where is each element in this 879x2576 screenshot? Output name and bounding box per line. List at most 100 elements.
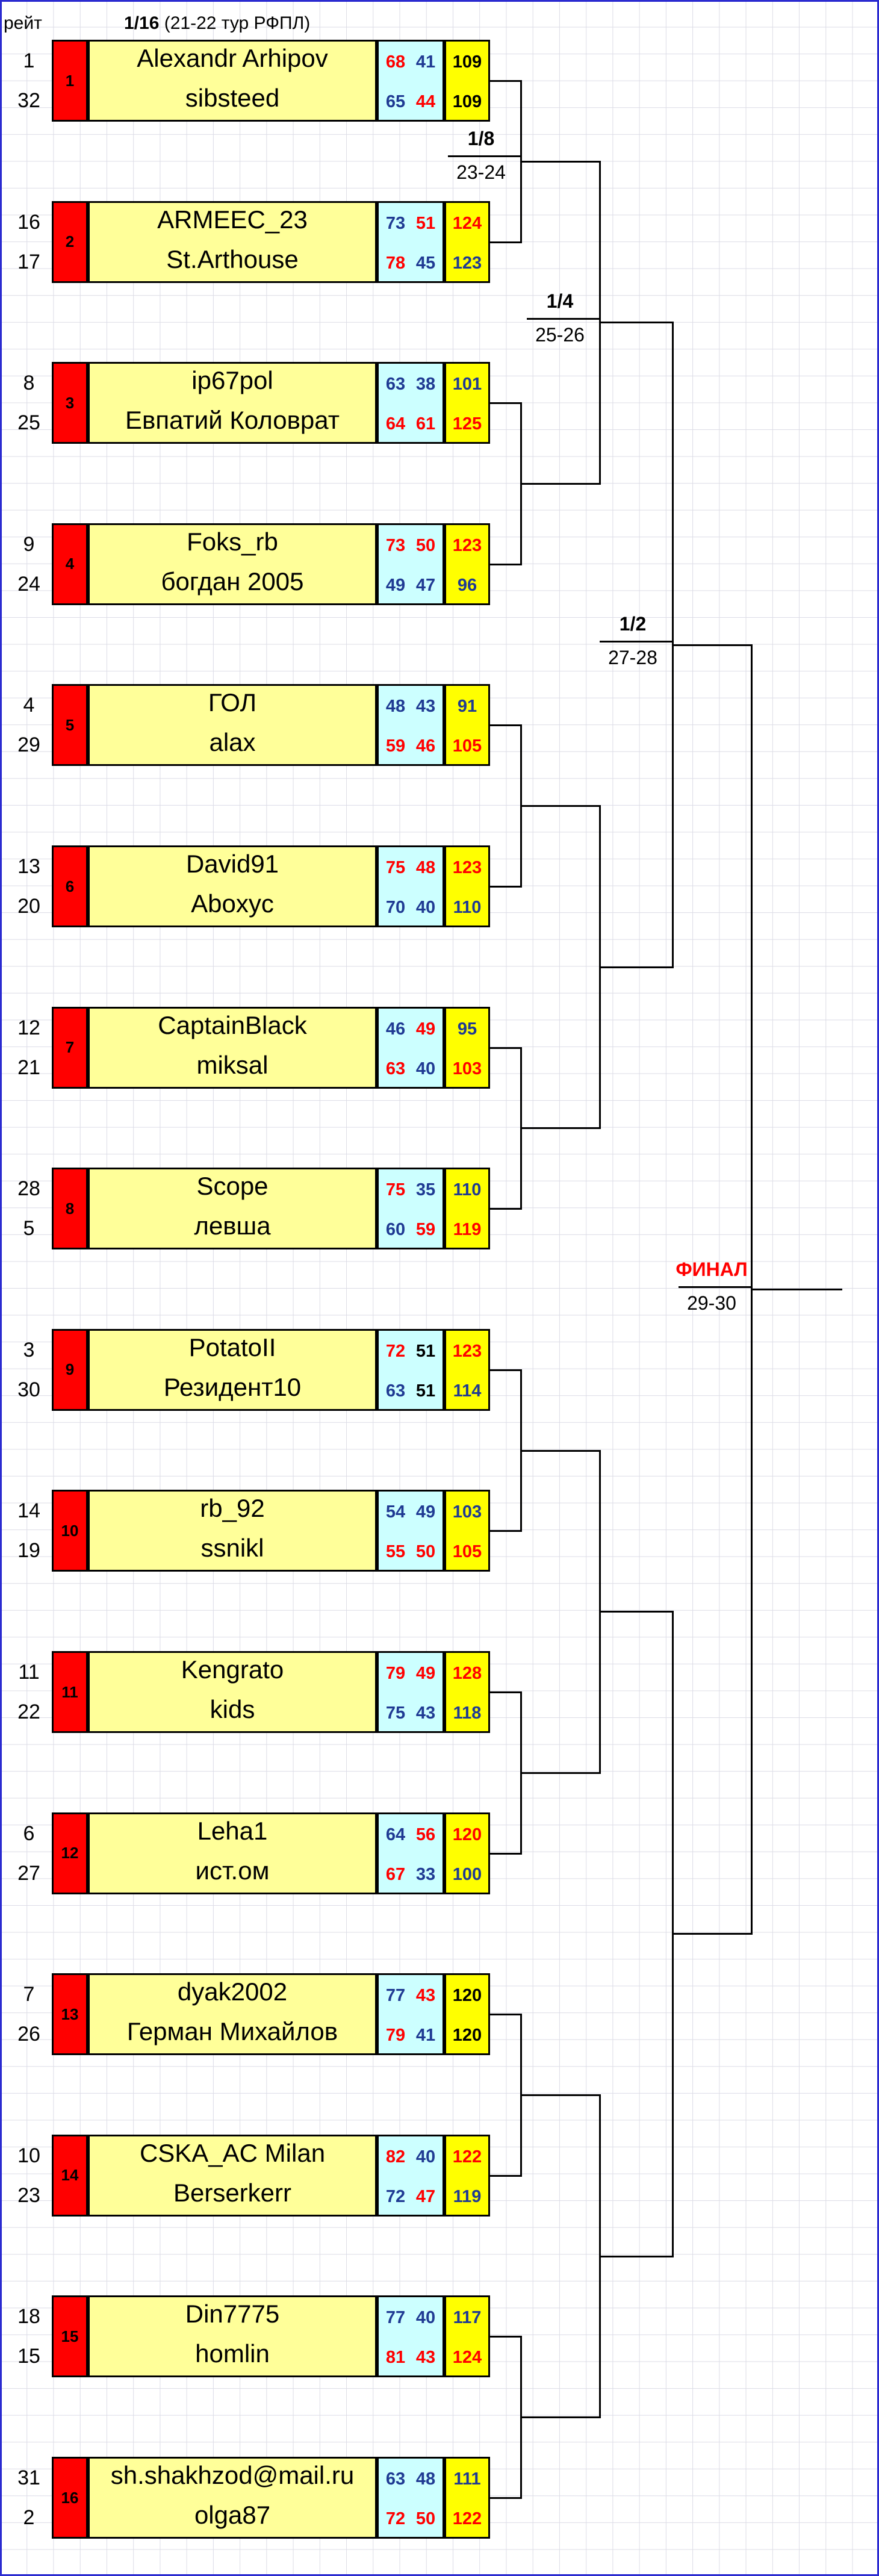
player-name[interactable]: miksal <box>196 1050 269 1079</box>
round-name: 1/16 <box>124 13 160 33</box>
player-name[interactable]: Резидент10 <box>163 1372 302 1401</box>
player-name[interactable]: Berserkerr <box>173 2178 292 2207</box>
tour-score: 79 <box>385 1664 406 1683</box>
tour-score: 63 <box>385 2469 406 2489</box>
player-name[interactable]: PotatoII <box>188 1333 276 1361</box>
total-value: 117 <box>453 2308 482 2328</box>
seed-number: 10 <box>61 1521 79 1540</box>
player-name[interactable]: David91 <box>185 850 279 878</box>
player-name[interactable]: Din7775 <box>185 2300 280 2329</box>
player-name[interactable]: homlin <box>195 2339 270 2368</box>
player-names: ГОЛ alax <box>88 684 377 767</box>
player-name[interactable]: Foks_rb <box>187 527 278 556</box>
player-rank: 13 <box>17 855 40 878</box>
player-name[interactable]: Герман Михайлов <box>126 2017 338 2046</box>
total-value: 122 <box>452 2147 482 2167</box>
player-name[interactable]: kids <box>210 1695 255 1723</box>
player-rank: 16 <box>17 210 40 234</box>
player-rank: 1 <box>23 49 35 72</box>
tour-score: 55 <box>385 1542 406 1562</box>
total-value: 124 <box>452 213 482 233</box>
tour-score: 50 <box>415 2509 436 2528</box>
seed-number: 4 <box>65 555 75 573</box>
seed-number: 11 <box>61 1682 78 1701</box>
player-name[interactable]: ip67pol <box>191 366 273 395</box>
player-name[interactable]: sh.shakhzod@mail.ru <box>110 2461 355 2489</box>
total-score: 122 119 <box>444 2134 490 2217</box>
player-name[interactable]: sibsteed <box>185 84 280 112</box>
player-name[interactable]: ssnikl <box>200 1534 264 1563</box>
player-rank: 10 <box>17 2144 40 2167</box>
round-label: 1/2 <box>594 613 672 635</box>
tour-score: 59 <box>415 1220 436 1240</box>
seed-number: 7 <box>65 1038 75 1057</box>
divider-line <box>490 2014 520 2016</box>
tour-score: 77 <box>385 2308 406 2328</box>
player-name[interactable]: olga87 <box>194 2501 271 2529</box>
tour-score: 50 <box>415 535 436 555</box>
seed-badge: 1 <box>52 40 88 122</box>
player-rank: 24 <box>17 572 40 596</box>
tour-score: 40 <box>415 2308 436 2328</box>
rank-column-header: рейт <box>4 13 42 33</box>
player-name[interactable]: dyak2002 <box>177 1977 288 2006</box>
player-name[interactable]: ист.ом <box>195 1856 270 1885</box>
bracket-connector <box>751 1289 842 1290</box>
total-value: 119 <box>453 2186 482 2206</box>
player-rank: 6 <box>23 1822 35 1845</box>
total-value: 109 <box>452 52 482 72</box>
player-name[interactable]: Scope <box>196 1172 269 1201</box>
player-name[interactable]: ARMEEC_23 <box>157 205 308 234</box>
seed-number: 13 <box>61 2005 79 2023</box>
round-label: ФИНАЛ <box>672 1258 751 1281</box>
tour-score: 45 <box>415 253 436 273</box>
tour-score: 79 <box>385 2026 406 2046</box>
total-value: 122 <box>452 2509 482 2528</box>
player-name[interactable]: Alexandr Arhipov <box>137 44 328 72</box>
bracket-connector <box>599 2255 674 2257</box>
player-name[interactable]: ГОЛ <box>208 688 257 717</box>
player-name[interactable]: богдан 2005 <box>161 567 304 596</box>
bracket-connector <box>520 1127 601 1130</box>
player-name[interactable]: CSKA_AC Milan <box>139 2138 326 2167</box>
round-label-name: 1/8 <box>467 128 495 149</box>
seed-number: 5 <box>65 715 75 734</box>
player-name[interactable]: alax <box>209 728 256 757</box>
tour-score: 60 <box>385 1220 406 1240</box>
total-value: 120 <box>452 2026 482 2046</box>
player-name[interactable]: Leha1 <box>197 1816 268 1845</box>
seed-badge: 15 <box>52 2295 88 2378</box>
player-rank: 12 <box>17 1016 40 1039</box>
player-name[interactable]: Евпатий Коловрат <box>125 406 340 435</box>
player-name[interactable]: Kengrato <box>181 1655 284 1684</box>
round-tours: 27-28 <box>608 647 657 668</box>
tour-score: 50 <box>415 1542 436 1562</box>
player-name[interactable]: CaptainBlack <box>158 1010 307 1039</box>
player-rank: 32 <box>17 89 40 112</box>
tour-score: 73 <box>385 213 406 233</box>
player-name[interactable]: Aboxyc <box>191 889 274 918</box>
seed-badge: 8 <box>52 1168 88 1250</box>
round-label: 1/8 <box>442 128 520 150</box>
player-rank: 30 <box>17 1378 40 1401</box>
player-name[interactable]: rb_92 <box>200 1494 265 1523</box>
seed-badge: 6 <box>52 845 88 927</box>
player-rank: 8 <box>23 372 35 395</box>
player-name[interactable]: St.Arthouse <box>166 244 299 273</box>
tour-score: 51 <box>415 1341 436 1361</box>
tour-score: 77 <box>385 1986 406 2006</box>
player-name[interactable]: левша <box>194 1212 271 1240</box>
tour-score: 82 <box>385 2147 406 2167</box>
round-underline <box>448 155 522 157</box>
